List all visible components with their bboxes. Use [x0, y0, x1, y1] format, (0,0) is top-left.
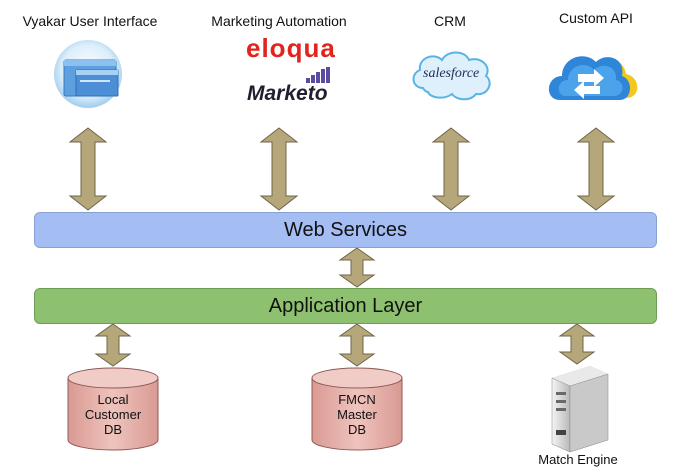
db-label-line: Master	[337, 407, 377, 422]
double-arrow-master-db	[338, 323, 376, 367]
db-label-line: DB	[347, 422, 367, 437]
db-label-line: Customer	[84, 407, 142, 422]
double-arrow-local-db	[94, 323, 132, 367]
local-customer-db-cylinder	[67, 367, 159, 451]
db-label-line: FMCN	[338, 392, 376, 407]
double-arrow-vyakar	[68, 127, 108, 211]
web-services-layer: Web Services	[34, 212, 657, 248]
fmcn-master-db-cylinder	[311, 367, 403, 451]
application-layer-label: Application Layer	[268, 294, 423, 317]
server-icon	[551, 366, 609, 453]
double-arrow-match-engine	[558, 323, 596, 365]
marketo-logo: Marketo	[247, 82, 328, 105]
double-arrow-custom-api	[576, 127, 616, 211]
web-services-label: Web Services	[283, 218, 407, 241]
db-label-line: DB	[103, 422, 123, 437]
db-label-line: Local	[97, 392, 129, 407]
marketing-automation-title: Marketing Automation	[211, 13, 347, 29]
vyakar-ui-title: Vyakar User Interface	[22, 13, 158, 29]
match-engine-label: Match Engine	[538, 452, 618, 467]
local-customer-db-label: Local Customer DB	[68, 392, 158, 437]
custom-api-title: Custom API	[559, 10, 633, 26]
double-arrow-marketing	[259, 127, 299, 211]
cloud-api-icon	[548, 56, 638, 100]
marketo-bars-icon	[306, 67, 330, 83]
double-arrow-web-app	[338, 247, 376, 288]
salesforce-logo: salesforce	[423, 66, 480, 81]
fmcn-master-db-label: FMCN Master DB	[312, 392, 402, 437]
browser-window-icon	[54, 40, 122, 108]
salesforce-logo-icon	[412, 51, 491, 101]
application-layer: Application Layer	[34, 288, 657, 324]
eloqua-logo: eloqua	[246, 33, 336, 63]
crm-title: CRM	[434, 13, 466, 29]
double-arrow-crm	[431, 127, 471, 211]
